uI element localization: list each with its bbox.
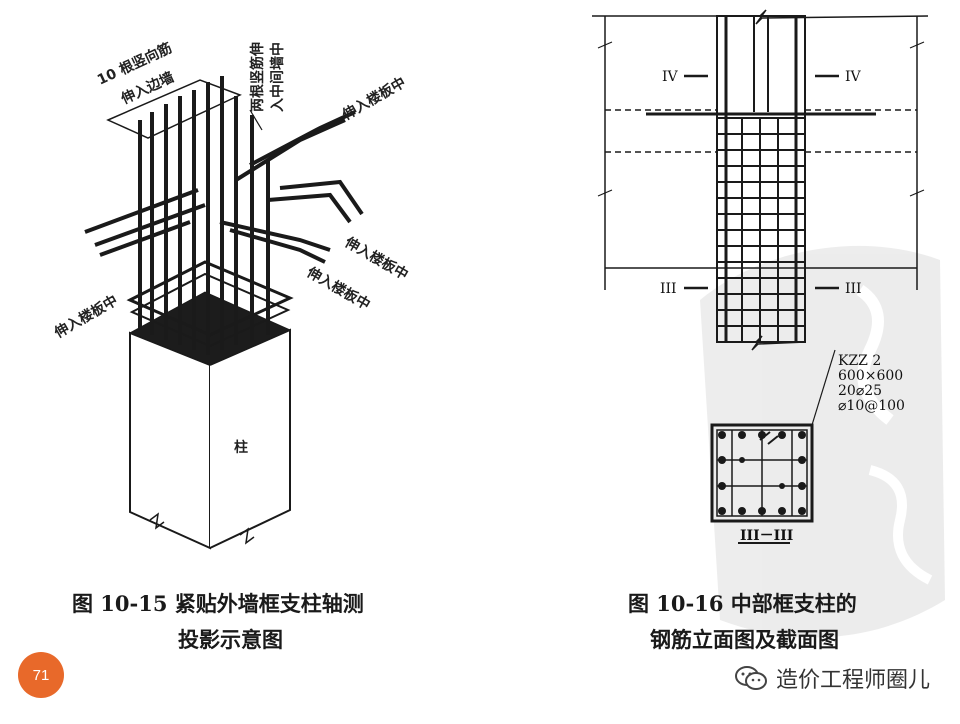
label-into-slab-right1: 伸入楼板中 (341, 233, 411, 283)
label-into-slab-right2: 伸入楼板中 (303, 263, 373, 313)
label-into-slab-top: 伸入楼板中 (339, 74, 409, 124)
mark-iii-left: III (660, 281, 677, 297)
watermark-text: 造价工程师圈儿 (775, 668, 930, 693)
label-into-mid-wall-2: 入中间墙中 (269, 42, 286, 112)
left-figure-axonometric (84, 76, 364, 550)
spec-line-2: 600×600 (838, 368, 903, 384)
label-into-slab-left: 伸入楼板中 (51, 292, 121, 342)
right-caption-line1: 图 10-16 中部框支柱的 (628, 591, 857, 616)
watermark: 造价工程师圈儿 (734, 662, 930, 694)
section-title: III－III (740, 528, 793, 544)
label-two-bars-mid-wall: 两根竖筋伸 (249, 42, 266, 112)
spec-line-3: 20⌀25 (838, 383, 882, 399)
spec-line-1: KZZ 2 (838, 353, 881, 369)
background-calligraphy (700, 245, 945, 638)
mark-iii-right: III (845, 281, 862, 297)
mark-iv-left: IV (662, 69, 679, 85)
mark-iv-right: IV (845, 69, 862, 85)
right-figure-elevation (592, 9, 929, 426)
column-body (129, 331, 211, 550)
left-caption-line2: 投影示意图 (178, 627, 283, 652)
wechat-icon (734, 665, 768, 691)
page-number-badge: 71 (18, 652, 64, 698)
spec-line-4: ⌀10@100 (838, 398, 905, 414)
label-column: 柱 (234, 439, 248, 456)
right-caption-line2: 钢筋立面图及截面图 (650, 627, 839, 652)
cross-section-iii (710, 423, 814, 544)
left-caption-line1: 图 10-15 紧贴外墙框支柱轴测 (72, 591, 364, 616)
